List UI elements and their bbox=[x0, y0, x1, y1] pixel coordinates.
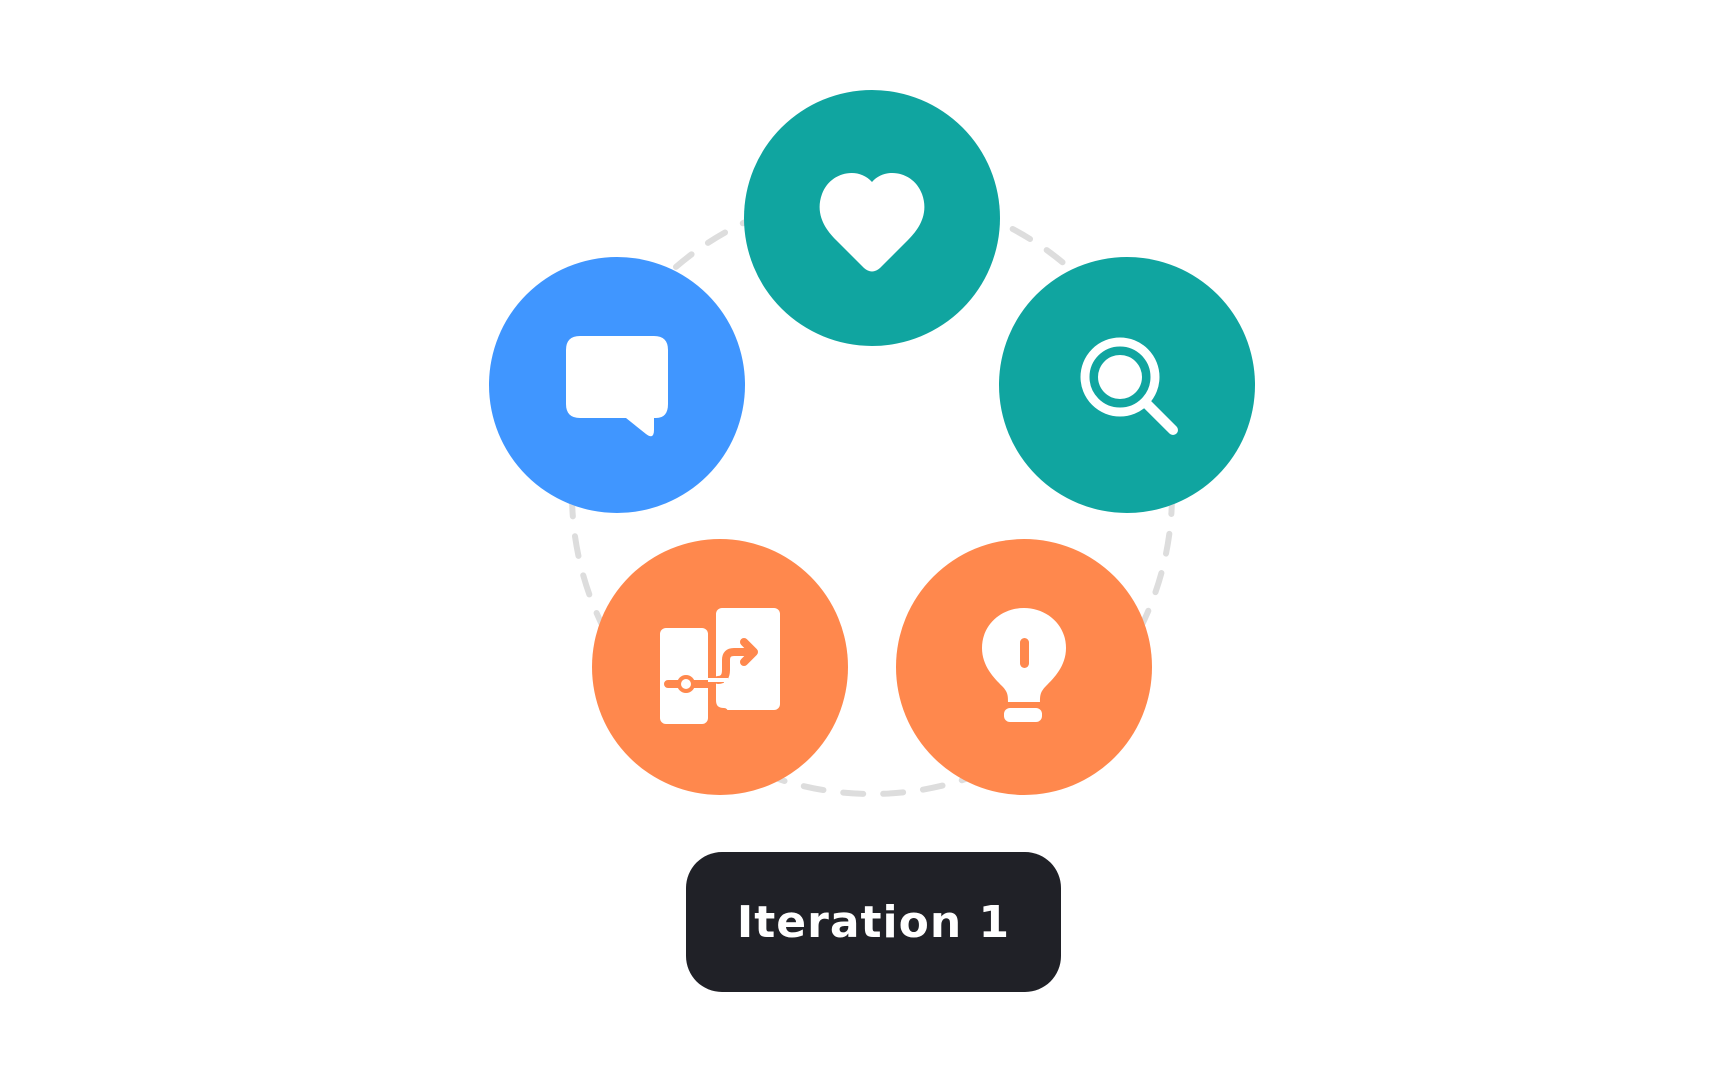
lightbulb-icon bbox=[982, 608, 1066, 722]
node-heart bbox=[744, 90, 1000, 346]
node-flow bbox=[592, 539, 848, 795]
heart-icon bbox=[819, 172, 925, 272]
chat-icon bbox=[566, 336, 668, 437]
iteration-badge: Iteration 1 bbox=[686, 852, 1061, 992]
flow-icon bbox=[660, 608, 780, 724]
node-chat bbox=[489, 257, 745, 513]
iteration-label: Iteration 1 bbox=[736, 896, 1011, 948]
search-icon bbox=[1080, 337, 1178, 435]
node-search bbox=[999, 257, 1255, 513]
node-lightbulb bbox=[896, 539, 1152, 795]
